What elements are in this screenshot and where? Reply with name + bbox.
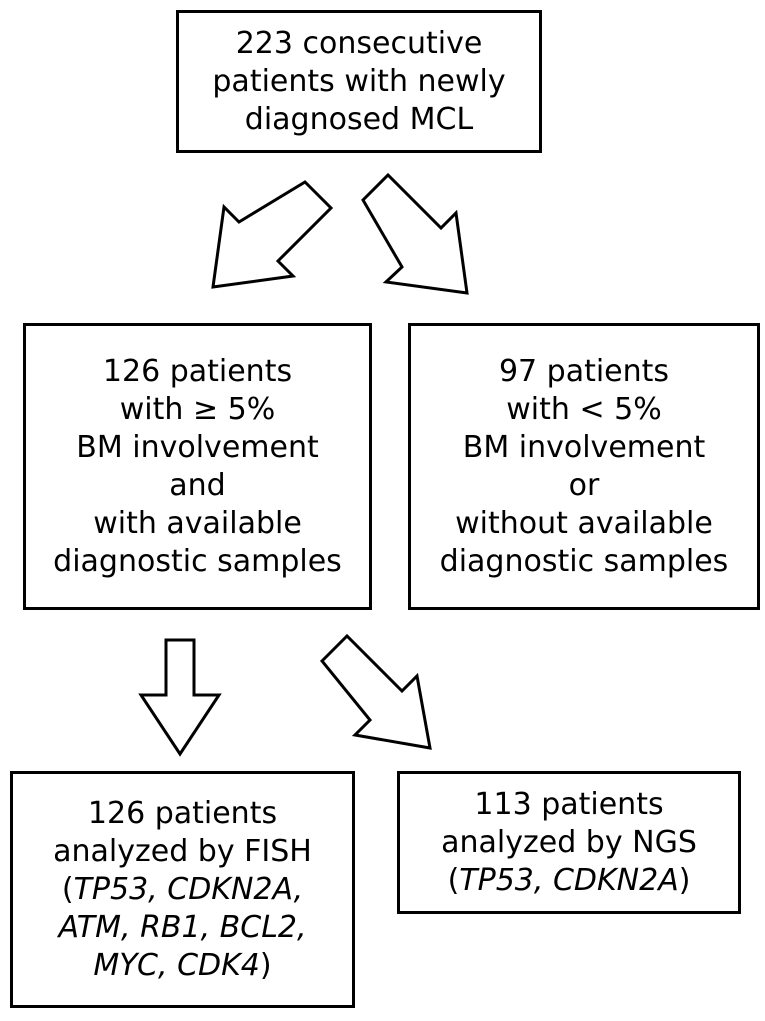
- box-ngs-line-1: 113 patients: [474, 786, 664, 822]
- box-left-line-1: 126 patients: [102, 353, 293, 389]
- box-fish-genes-1: TP53, CDKN2A,: [73, 871, 304, 907]
- box-ngs-line-2: analyzed by NGS: [441, 824, 697, 860]
- box-ngs-genes: TP53, CDKN2A: [459, 862, 679, 898]
- box-right-line-5: without available: [455, 505, 713, 541]
- arrow-left-to-fish: [138, 638, 222, 757]
- box-fish-line-1: 126 patients: [87, 795, 278, 831]
- box-fish-genes-3: MYC, CDK4: [93, 947, 260, 983]
- box-fish-genes-2: ATM, RB1, BCL2,: [58, 909, 307, 945]
- box-bm-involvement-high: 126 patients with ≥ 5% BM involvement an…: [23, 323, 372, 610]
- box-ngs-paren-close: ): [678, 862, 691, 898]
- box-newly-diagnosed: 223 consecutive patients with newly diag…: [176, 10, 542, 153]
- arrow-top-to-left: [211, 180, 334, 289]
- box-fish-analysis: 126 patients analyzed by FISH (TP53, CDK…: [10, 771, 355, 1008]
- box-left-line-3: BM involvement: [76, 429, 319, 465]
- box-top-line-2: patients with newly: [212, 63, 506, 99]
- box-left-line-4: and: [169, 467, 226, 503]
- box-left-line-5: with available: [93, 505, 302, 541]
- box-fish-line-2: analyzed by FISH: [53, 833, 312, 869]
- arrow-top-to-right: [361, 172, 469, 295]
- box-left-line-2: with ≥ 5%: [119, 391, 276, 427]
- arrow-left-to-ngs: [319, 633, 432, 750]
- box-top-line-3: diagnosed MCL: [244, 101, 474, 137]
- box-fish-line-3: (TP53, CDKN2A,: [62, 871, 303, 909]
- box-right-line-4: or: [568, 467, 600, 503]
- box-fish-line-5: MYC, CDK4): [93, 947, 271, 985]
- box-fish-paren-open: (: [61, 871, 74, 907]
- box-right-line-3: BM involvement: [462, 429, 706, 465]
- box-right-line-2: with < 5%: [506, 391, 662, 427]
- box-fish-paren-close: ): [259, 947, 272, 983]
- box-left-line-6: diagnostic samples: [53, 543, 342, 579]
- box-top-line-1: 223 consecutive: [235, 25, 483, 61]
- box-ngs-analysis: 113 patients analyzed by NGS (TP53, CDKN…: [397, 771, 741, 914]
- box-right-line-6: diagnostic samples: [439, 543, 729, 579]
- box-ngs-line-3: (TP53, CDKN2A): [448, 862, 691, 900]
- box-bm-involvement-low: 97 patients with < 5% BM involvement or …: [408, 323, 760, 610]
- box-ngs-paren-open: (: [447, 862, 460, 898]
- box-right-line-1: 97 patients: [498, 353, 670, 389]
